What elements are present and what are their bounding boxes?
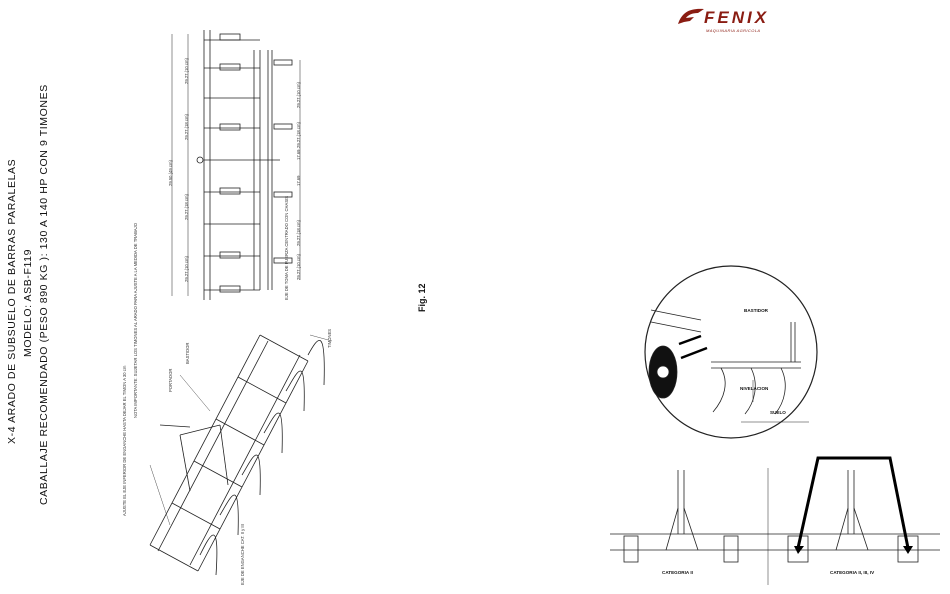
title-line-2: MODELO: ASB-F119: [22, 248, 34, 357]
hitch-category-drawing: [610, 456, 940, 585]
iso-callout-portador: PORTADOR: [168, 368, 173, 392]
logo-tagline: MAQUINARIA AGRICOLA: [706, 28, 761, 33]
dim-overall: 29.50 (49 cm): [168, 160, 173, 186]
dim-right-1: 29.27 (10 cm): [296, 82, 301, 108]
dim-right-6: 29.27 (10 cm): [296, 254, 301, 280]
dim-right-2: 29.27 (18 cm): [296, 122, 301, 148]
iso-callout-timones: TIMONES: [327, 328, 332, 348]
iso-view-drawing: [149, 334, 333, 576]
fenix-logo: FENIX MAQUINARIA AGRICOLA: [676, 6, 796, 36]
title-line-1: X-4 ARADO DE SUBSUELO DE BARRAS PARALELA…: [6, 158, 18, 444]
iso-callout-1: AJUSTE EL EJE INFERIOR DE ENGANCHE HASTA…: [122, 365, 127, 516]
iso-callout-eje: EJE DE ENGANCHE CAT. II y III: [240, 524, 245, 585]
fenix-bird-icon: [678, 8, 704, 24]
logo-brand: FENIX: [704, 8, 770, 27]
dim-left-1: 29.27 (10 cm): [184, 58, 189, 84]
dim-left-3: 29.27 (18 cm): [184, 194, 189, 220]
iso-callout-bastidor: BASTIDOR: [185, 342, 190, 364]
top-view-note: EJE DE TOMA DE FUERZA CENTRADO CON CHASI…: [284, 195, 289, 300]
top-view-drawing: [171, 30, 301, 300]
circle-label-bastidor: BASTIDOR: [744, 308, 768, 313]
hitch-cat-left: CATEGORIA II: [662, 570, 693, 575]
dim-left-2: 29.27 (18 cm): [184, 114, 189, 140]
iso-callout-2: NOTA IMPORTANTE: SUJETAR LOS TIMONES AL …: [133, 222, 138, 418]
hitch-cat-right: CATEGORIA II, III, IV: [830, 570, 875, 575]
circle-detail-drawing: [644, 265, 818, 439]
title-line-3: CABALLAJE RECOMENDADO (PESO 890 KG ): 13…: [38, 84, 50, 505]
dim-right-5: 29.27 (18 cm): [296, 220, 301, 246]
dim-left-4: 29.27 (10 cm): [184, 256, 189, 282]
dim-right-3: 17.69: [296, 149, 301, 160]
figure-label: Fig. 12: [417, 283, 427, 312]
circle-label-nivelacion: NIVELACION: [740, 386, 769, 391]
circle-label-suelo: SUELO: [770, 410, 786, 415]
dim-right-4: 17.69: [296, 175, 301, 186]
